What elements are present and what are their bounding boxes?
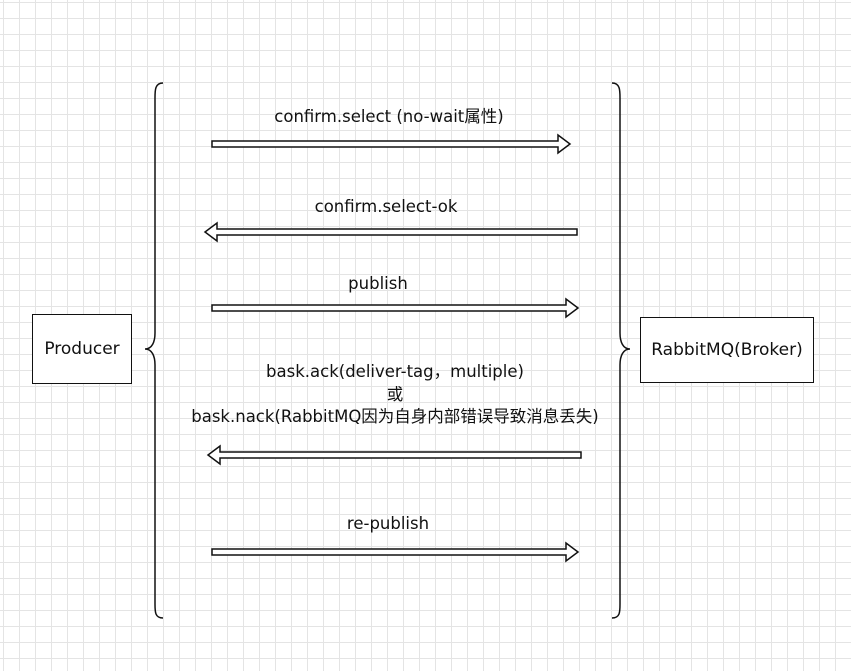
message-label-nack: bask.nack(RabbitMQ因为自身内部错误导致消息丢失) xyxy=(191,407,599,426)
message-label-confirm-select-ok: confirm.select-ok xyxy=(314,197,458,216)
arrow-publish xyxy=(211,297,580,319)
right-brace xyxy=(611,82,631,619)
arrow-confirm-select-ok xyxy=(203,221,578,243)
arrow-re-publish xyxy=(211,541,580,563)
message-label-ack: bask.ack(deliver-tag，multiple) xyxy=(266,362,524,381)
producer-label: Producer xyxy=(44,339,120,359)
message-label-or: 或 xyxy=(386,385,404,404)
arrow-confirm-select xyxy=(211,133,572,155)
message-label-confirm-select: confirm.select (no-wait属性) xyxy=(274,107,504,126)
producer-node: Producer xyxy=(32,314,132,384)
left-brace xyxy=(144,82,164,619)
message-label-re-publish: re-publish xyxy=(346,514,430,533)
broker-label: RabbitMQ(Broker) xyxy=(651,340,803,360)
broker-node: RabbitMQ(Broker) xyxy=(640,317,814,383)
arrow-ack-nack xyxy=(206,444,582,466)
message-label-publish: publish xyxy=(348,274,408,293)
